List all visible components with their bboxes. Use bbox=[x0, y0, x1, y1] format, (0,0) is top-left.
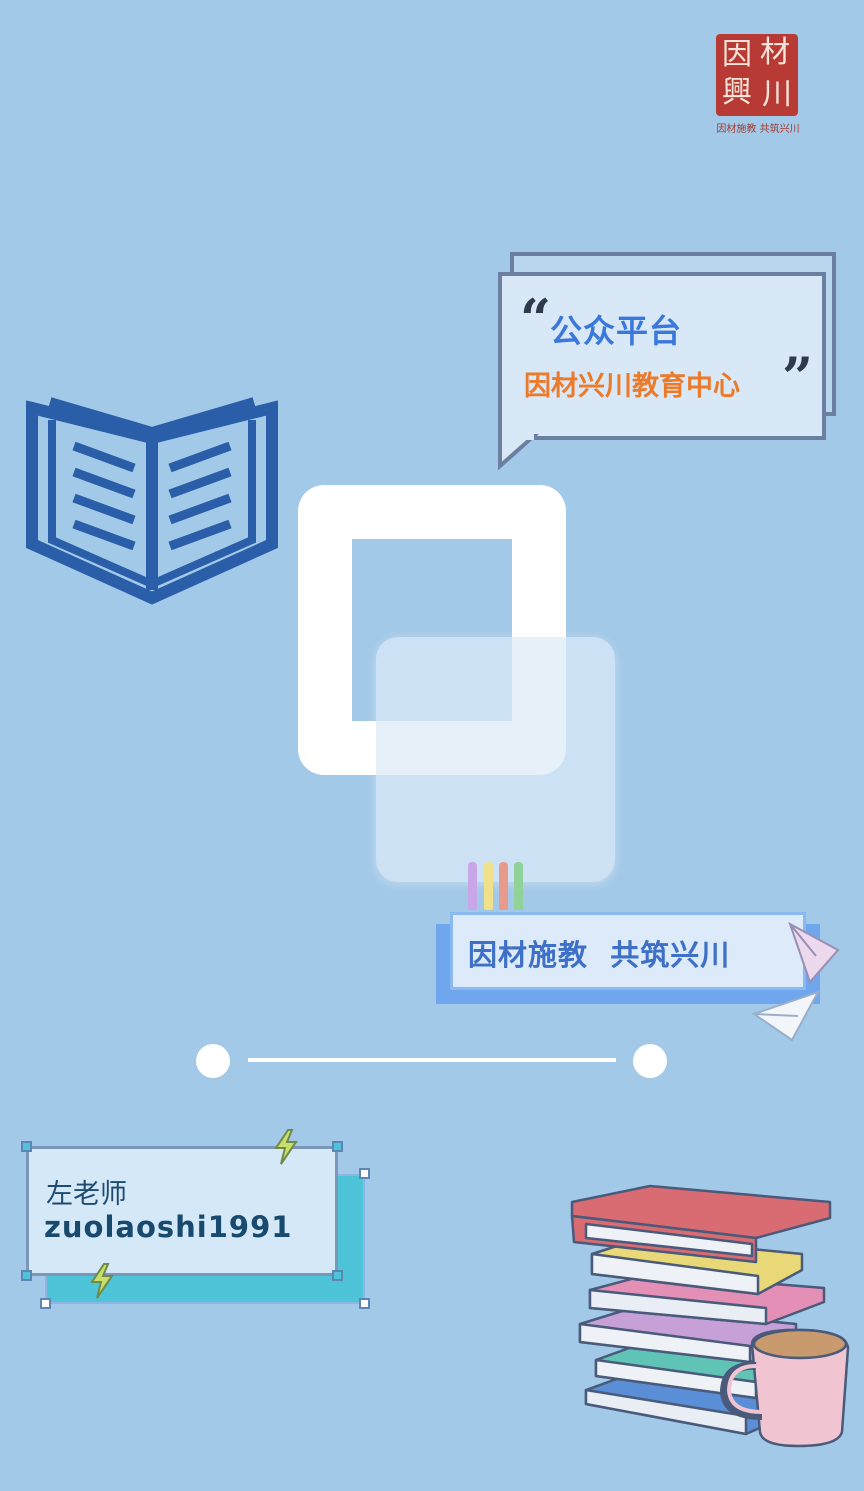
card-handle bbox=[332, 1270, 343, 1281]
bubble-subtitle: 因材兴川教育中心 bbox=[524, 371, 740, 402]
frosted-glass-panel bbox=[376, 637, 615, 882]
seal-char: 材 bbox=[760, 35, 790, 70]
card-id: zuolaoshi1991 bbox=[44, 1210, 293, 1244]
lightning-icon bbox=[90, 1263, 114, 1299]
card-handle bbox=[332, 1141, 343, 1152]
card-handle bbox=[40, 1298, 51, 1309]
seal-char: 川 bbox=[762, 77, 792, 112]
card-handle bbox=[359, 1168, 370, 1179]
paper-plane-icon bbox=[788, 921, 840, 984]
open-quote: “ bbox=[520, 287, 552, 351]
bubble-title: 公众平台 bbox=[550, 312, 683, 350]
close-quote: ” bbox=[782, 345, 814, 409]
seal-logo: 因 材 興 川 bbox=[716, 34, 798, 116]
marker-pens-icon bbox=[468, 862, 528, 914]
paper-plane-icon bbox=[752, 990, 821, 1042]
lightning-icon bbox=[274, 1129, 298, 1165]
card-name: 左老师 bbox=[46, 1179, 127, 1210]
seal-char: 興 bbox=[722, 75, 752, 110]
slogan-text: 因材施教 共筑兴川 bbox=[468, 938, 731, 972]
card-handle bbox=[359, 1298, 370, 1309]
name-card bbox=[26, 1146, 338, 1276]
seal-caption: 因材施教 共筑兴川 bbox=[716, 124, 800, 135]
divider-dot bbox=[633, 1044, 667, 1078]
open-book-icon bbox=[26, 397, 278, 605]
speech-bubble bbox=[498, 272, 826, 440]
divider-dot bbox=[196, 1044, 230, 1078]
seal-char: 因 bbox=[722, 37, 752, 72]
divider-line bbox=[248, 1058, 616, 1062]
speech-bubble-tail bbox=[498, 434, 540, 470]
card-handle bbox=[21, 1270, 32, 1281]
card-handle bbox=[21, 1141, 32, 1152]
slogan-banner bbox=[450, 912, 806, 990]
book-stack-icon bbox=[570, 1184, 850, 1448]
